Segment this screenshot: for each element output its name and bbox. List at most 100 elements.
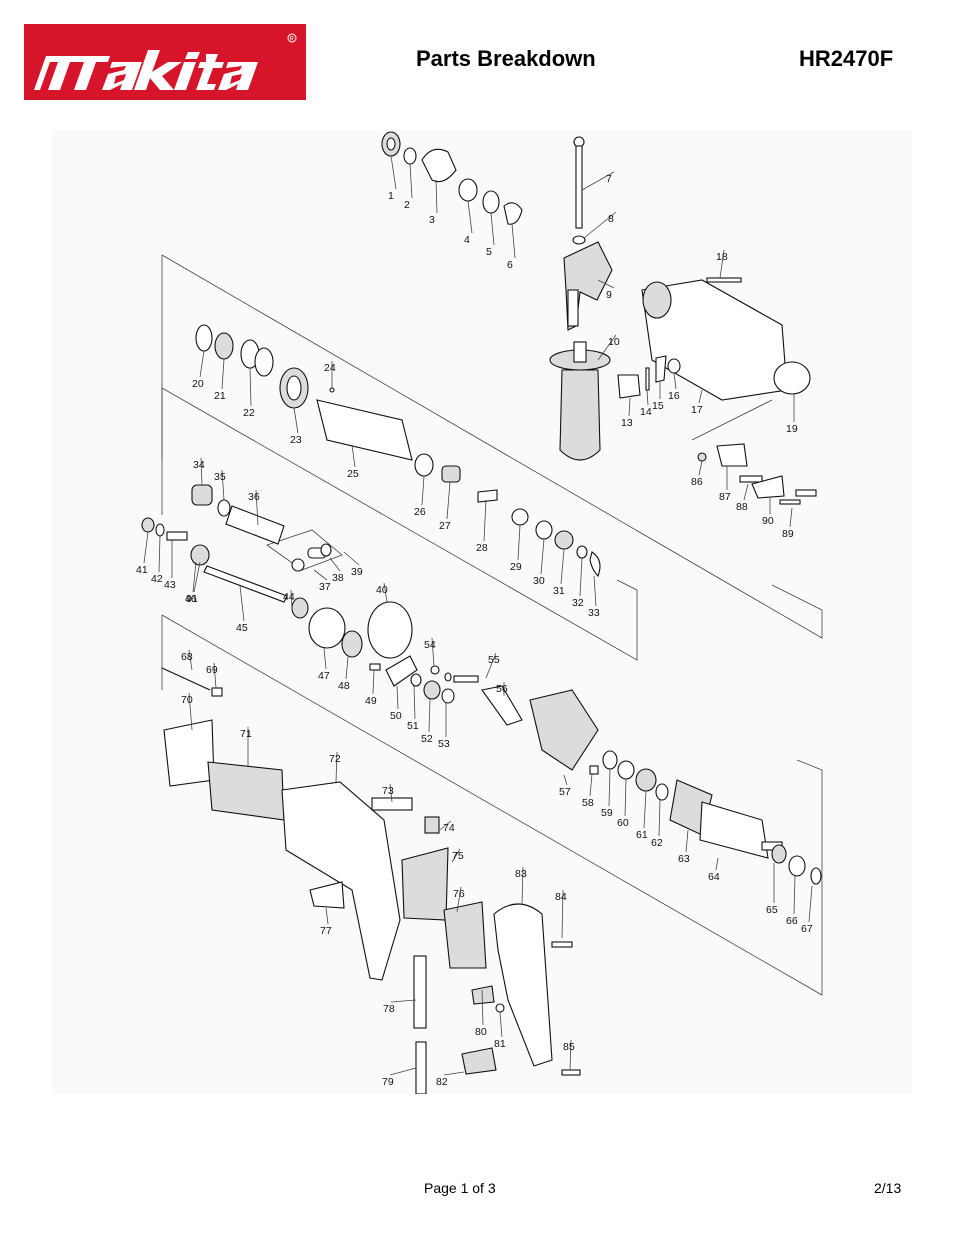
part-number-69: 69 <box>206 664 218 676</box>
leader-line-35 <box>221 469 225 501</box>
part-number-1: 1 <box>388 190 394 202</box>
part-number-37: 37 <box>319 581 331 593</box>
part-number-50: 50 <box>390 710 402 722</box>
part-number-22: 22 <box>243 407 255 419</box>
bearing-parts <box>410 665 669 801</box>
leader-line-16 <box>673 372 677 390</box>
leader-line-21 <box>221 358 225 390</box>
part-number-26: 26 <box>414 506 426 518</box>
part-number-18: 18 <box>716 251 728 263</box>
part-number-55: 55 <box>488 654 500 666</box>
leader-line-7 <box>581 171 615 191</box>
leader-line-69 <box>213 662 217 689</box>
part-number-70: 70 <box>181 694 193 706</box>
part-number-86: 86 <box>691 476 703 488</box>
part-number-41: 41 <box>136 564 148 576</box>
part-number-88: 88 <box>736 501 748 513</box>
leader-line-1 <box>390 155 397 190</box>
side-grip-parts <box>563 136 613 331</box>
part-number-89: 89 <box>782 528 794 540</box>
leader-line-51 <box>413 685 416 720</box>
leader-line-81 <box>499 1011 503 1038</box>
part-number-36: 36 <box>248 491 260 503</box>
part-number-72: 72 <box>329 753 341 765</box>
leader-line-29 <box>517 524 521 561</box>
part-number-10: 10 <box>608 336 620 348</box>
part-number-30: 30 <box>533 575 545 587</box>
part-number-52: 52 <box>421 733 433 745</box>
leader-line-83 <box>521 866 524 906</box>
leader-line-82 <box>443 1071 465 1076</box>
part-number-33: 33 <box>588 607 600 619</box>
leader-line-25 <box>351 444 356 468</box>
part-number-58: 58 <box>582 797 594 809</box>
leader-line-73 <box>389 783 393 803</box>
part-number-19: 19 <box>786 423 798 435</box>
makita-logo-graphic: R <box>24 24 306 100</box>
leader-line-30 <box>540 538 545 575</box>
part-number-25: 25 <box>347 468 359 480</box>
leader-line-64 <box>715 857 719 871</box>
part-number-71: 71 <box>240 728 252 740</box>
part-number-80: 80 <box>475 1026 487 1038</box>
part-number-4: 4 <box>464 234 470 246</box>
piston-parts <box>191 484 332 572</box>
leader-line-48 <box>345 656 349 680</box>
revision-date: 2/13 <box>874 1180 902 1196</box>
leader-line-67 <box>808 885 813 923</box>
leader-line-72 <box>335 751 338 783</box>
part-number-21: 21 <box>214 390 226 402</box>
part-number-16: 16 <box>668 390 680 402</box>
part-number-61: 61 <box>636 829 648 841</box>
part-number-6: 6 <box>507 259 513 271</box>
part-number-20: 20 <box>192 378 204 390</box>
leader-line-9 <box>597 279 615 289</box>
trigger-parts <box>697 443 817 505</box>
part-number-46: 46 <box>185 593 197 605</box>
part-number-3: 3 <box>429 214 435 226</box>
leader-line-85 <box>569 1039 572 1071</box>
part-number-65: 65 <box>766 904 778 916</box>
leader-lines <box>143 155 813 1076</box>
part-number-17: 17 <box>691 404 703 416</box>
leader-line-46 <box>192 561 197 593</box>
page-title: Parts Breakdown <box>416 46 596 71</box>
leader-line-31 <box>560 548 565 585</box>
leader-line-14 <box>646 389 649 406</box>
part-number-47: 47 <box>318 670 330 682</box>
part-number-57: 57 <box>559 786 571 798</box>
leader-line-45 <box>239 585 245 622</box>
part-number-66: 66 <box>786 915 798 927</box>
leader-line-61 <box>643 790 647 829</box>
part-number-77: 77 <box>320 925 332 937</box>
model-number: HR2470F <box>799 46 894 71</box>
part-number-91: 91 <box>186 593 198 605</box>
part-number-84: 84 <box>555 891 567 903</box>
makita-logo: R makita <box>24 24 306 100</box>
leader-line-13 <box>628 397 631 417</box>
leader-line-5 <box>490 212 495 246</box>
leader-line-26 <box>421 475 425 506</box>
group-outlines <box>161 254 823 996</box>
page-number: Page 1 of 3 <box>424 1180 496 1196</box>
barrel-parts <box>195 324 601 577</box>
part-number-48: 48 <box>338 680 350 692</box>
leader-line-60 <box>624 778 627 817</box>
gear-housing-parts <box>617 277 811 401</box>
front-cap-parts <box>381 131 523 225</box>
leader-line-74 <box>439 820 452 831</box>
part-number-42: 42 <box>151 573 163 585</box>
part-number-28: 28 <box>476 542 488 554</box>
part-number-76: 76 <box>453 888 465 900</box>
part-number-78: 78 <box>383 1003 395 1015</box>
leader-line-66 <box>793 875 796 915</box>
leader-line-47 <box>323 647 327 670</box>
leader-line-50 <box>396 685 399 710</box>
leader-line-3 <box>435 179 438 214</box>
leader-line-52 <box>428 698 431 733</box>
part-number-62: 62 <box>651 837 663 849</box>
leader-line-80 <box>481 989 484 1026</box>
part-number-34: 34 <box>193 459 205 471</box>
part-number-44: 44 <box>283 591 295 603</box>
